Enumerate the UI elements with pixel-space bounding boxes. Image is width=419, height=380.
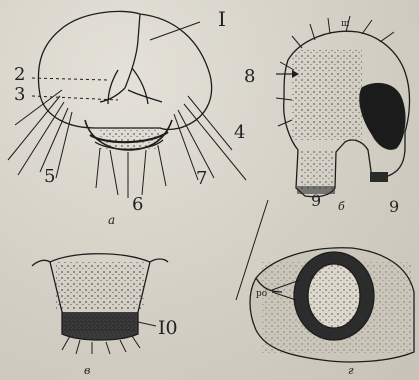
- panel-d-letter: г: [348, 364, 354, 377]
- panel-d-pit: [250, 248, 414, 362]
- label-1: I: [218, 7, 226, 31]
- label-5: 5: [44, 166, 55, 187]
- panel-a-letter: а: [108, 213, 115, 227]
- label-2: 2: [14, 64, 25, 85]
- label-tiny-ro: ро: [256, 289, 267, 299]
- panel-c-segment: [32, 254, 168, 354]
- label-9a: 9: [311, 191, 321, 210]
- label-8: 8: [244, 66, 255, 87]
- label-4: 4: [234, 122, 245, 143]
- label-6: 6: [132, 194, 143, 215]
- panel-c-letter: в: [84, 364, 90, 377]
- label-10: I0: [158, 317, 178, 339]
- panel-b-body: [276, 16, 410, 197]
- panel-b-letter: б: [338, 200, 345, 213]
- head-capsule: [38, 11, 211, 129]
- label-3: 3: [14, 84, 25, 105]
- label-7: 7: [196, 168, 207, 189]
- label-9b: 9: [389, 197, 399, 216]
- dark-patch: [360, 84, 405, 150]
- label-tiny-sh: ш: [341, 19, 350, 29]
